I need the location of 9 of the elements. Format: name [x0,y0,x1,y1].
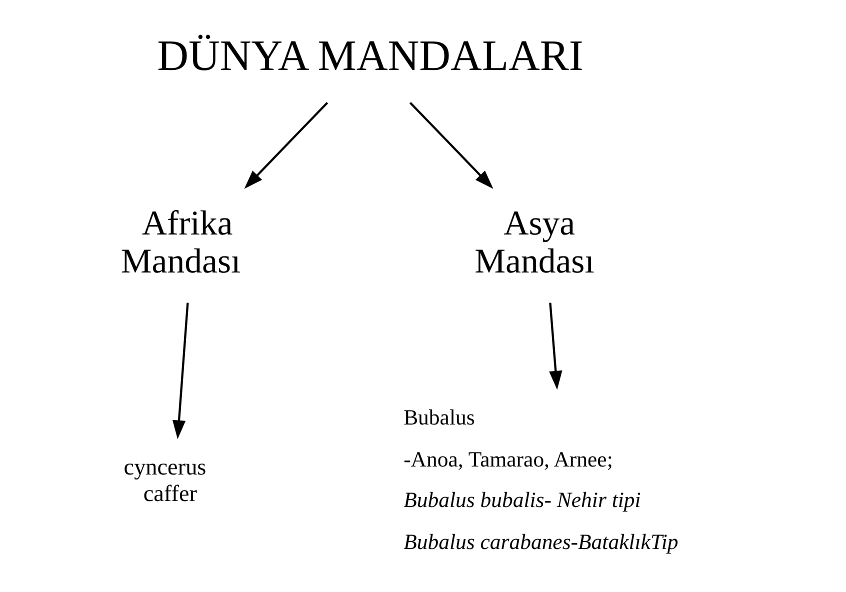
arrow [408,102,493,189]
arrow [172,302,188,440]
node-text: cyncerus caffer [123,454,206,507]
arrow [244,102,328,189]
arrow [548,302,562,390]
node-text: Afrika Mandası [120,204,240,280]
node-text: DÜNYA MANDALARI [156,32,583,80]
node-text: Asya Mandası [474,204,594,280]
node-text: Bubalus -Anoa, Tamarao, Arnee; Bubalus bubalis- Nehir tipi Bubalus carabanes-BataklıkTip [403,405,678,554]
